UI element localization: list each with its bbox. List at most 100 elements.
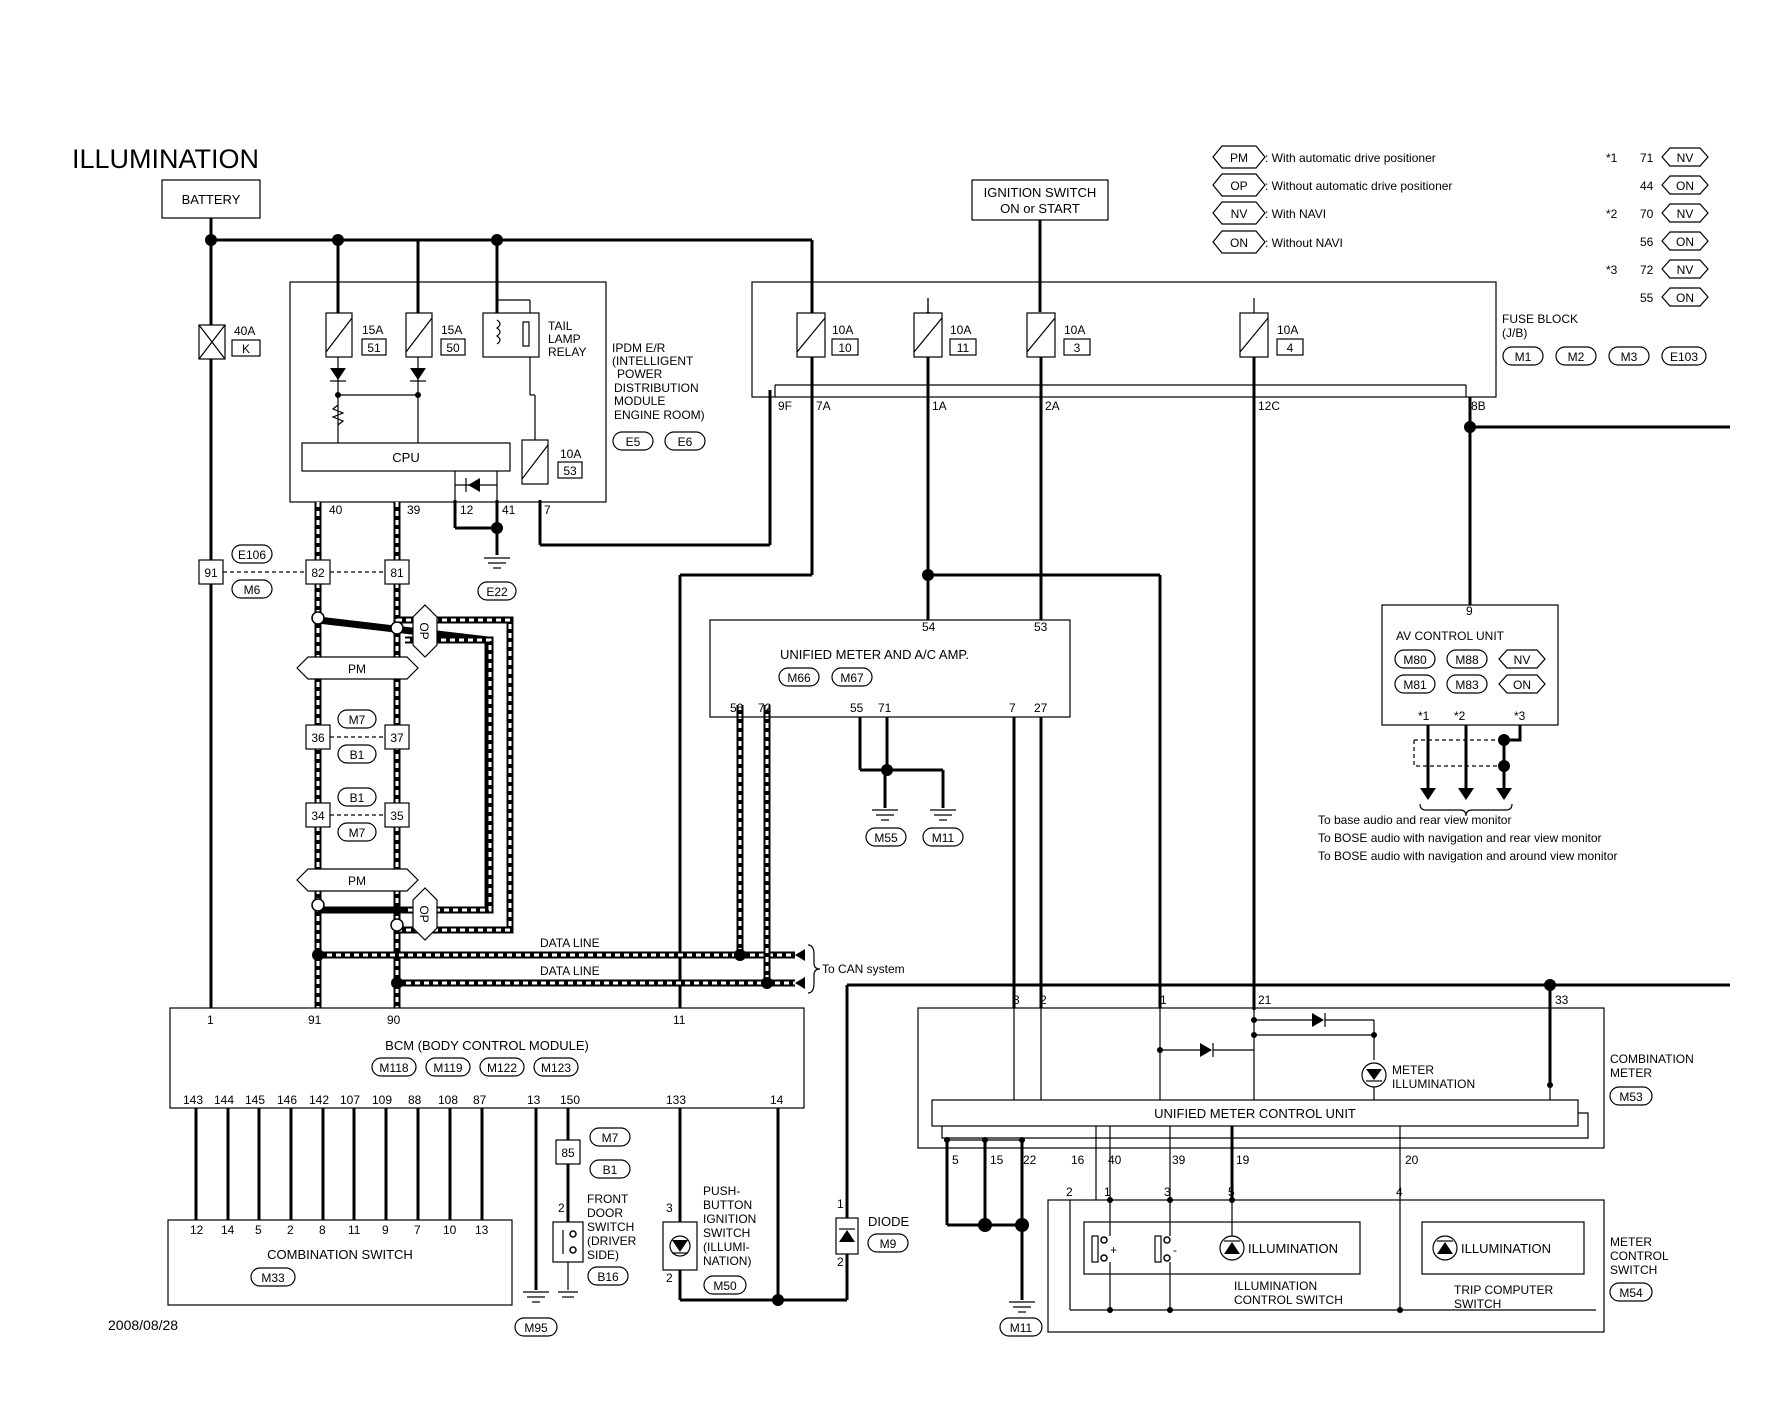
msw-pin-5: 5 [1228, 1185, 1235, 1199]
msw-trip-2: SWITCH [1454, 1297, 1501, 1311]
joint-conn-e106: E106 [238, 548, 266, 562]
amp-pin-27: 27 [1034, 701, 1048, 715]
av-to-3: To BOSE audio with navigation and around… [1318, 849, 1618, 863]
meter-bottom-pins: 5 15 22 16 40 39 19 20 [952, 1153, 1419, 1167]
joint-conn-m7-a: M7 [349, 713, 366, 727]
bcm-pin-11: 11 [673, 1013, 686, 1027]
meter-pin-3: 3 [1013, 993, 1020, 1007]
joint-37: 37 [390, 731, 404, 745]
joint-conn-m7-b: M7 [349, 826, 366, 840]
joint-91: 91 [204, 566, 218, 580]
front-door-line-3: SWITCH [587, 1220, 634, 1234]
meter-illum-2: ILLUMINATION [1392, 1077, 1475, 1091]
note-3-mark: *3 [1606, 263, 1618, 277]
meter-control-unit: UNIFIED METER CONTROL UNIT [1154, 1106, 1356, 1121]
joint-conn-m6: M6 [244, 583, 261, 597]
jb-fuse-3-amp: 10A [1064, 323, 1085, 337]
relay-label-3: RELAY [548, 345, 586, 359]
bcm-bpin-109: 109 [372, 1093, 392, 1107]
joint-36: 36 [311, 731, 325, 745]
combo-pin-11: 11 [348, 1223, 361, 1237]
front-door-line-1: FRONT [587, 1192, 629, 1206]
av-conn-m88: M88 [1455, 653, 1479, 667]
bcm-bpin-108: 108 [438, 1093, 458, 1107]
page-title: ILLUMINATION [72, 144, 259, 174]
push-pin-3: 3 [666, 1201, 673, 1215]
av-conn-m80: M80 [1403, 653, 1427, 667]
msw-plus: + [1110, 1243, 1117, 1257]
msw-illum-1: ILLUMINATION [1248, 1241, 1338, 1256]
legend-op-code: OP [1230, 179, 1247, 193]
legend: PM : With automatic drive positioner OP … [1212, 145, 1452, 254]
bcm-bpin-142: 142 [309, 1093, 329, 1107]
ipdm-fuse-50-id: 50 [446, 341, 460, 355]
relay-label-1: TAIL [548, 319, 573, 333]
jb-pin-12c: 12C [1258, 399, 1280, 413]
note-2-mark: *2 [1606, 207, 1618, 221]
meter-pin-33: 33 [1555, 993, 1569, 1007]
bcm-conn-m123: M123 [541, 1061, 571, 1075]
joint-82: 82 [311, 566, 325, 580]
note-2-b-code: ON [1676, 235, 1694, 249]
note-1-a-code: NV [1677, 151, 1694, 165]
combo-pin-10: 10 [443, 1223, 457, 1237]
ipdm-pin-40: 40 [329, 503, 343, 517]
combo-pin-7: 7 [414, 1223, 421, 1237]
push-line-2: BUTTON [703, 1198, 752, 1212]
amp-pin-72: 72 [758, 701, 772, 715]
ignition-label-1: IGNITION SWITCH [984, 185, 1097, 200]
joint-81: 81 [390, 566, 404, 580]
meter-bpin-39: 39 [1172, 1153, 1186, 1167]
pm-tag-bottom: PM [348, 874, 366, 888]
legend-op-text: : Without automatic drive positioner [1265, 179, 1452, 193]
legend-on-text: : Without NAVI [1265, 236, 1343, 250]
ipdm-fuse-53-id: 53 [563, 464, 577, 478]
diode-conn-m9: M9 [880, 1237, 897, 1251]
diode-pin-2: 2 [837, 1255, 844, 1269]
amp-pin-54: 54 [922, 620, 936, 634]
note-3-b-num: 55 [1640, 291, 1654, 305]
jb-conn-m1: M1 [1515, 350, 1532, 364]
combo-pin-9: 9 [382, 1223, 389, 1237]
ipdm-pin-41: 41 [502, 503, 516, 517]
bcm-bpin-146: 146 [277, 1093, 297, 1107]
ipdm-pin-7: 7 [544, 503, 551, 517]
jb-pin-9f: 9F [778, 399, 792, 413]
cpu-label: CPU [392, 450, 419, 465]
note-1-mark: *1 [1606, 151, 1618, 165]
msw-line-1: METER [1610, 1235, 1652, 1249]
front-door-line-4: (DRIVER [587, 1234, 637, 1248]
push-line-6: NATION) [703, 1254, 751, 1268]
msw-pin-4: 4 [1396, 1185, 1403, 1199]
joint-35: 35 [390, 809, 404, 823]
msw-pin-3: 3 [1164, 1185, 1171, 1199]
data-line-2: DATA LINE [540, 964, 600, 978]
av-conn-m83: M83 [1455, 678, 1479, 692]
jb-fuse-11-id: 11 [957, 341, 970, 355]
amp-pin-71: 71 [878, 701, 892, 715]
combo-pin-13: 13 [475, 1223, 489, 1237]
msw-line-2: CONTROL [1610, 1249, 1669, 1263]
av-nv-tag: NV [1514, 653, 1531, 667]
amp-pin-7: 7 [1009, 701, 1016, 715]
ipdm-line-5: MODULE [614, 394, 665, 408]
note-2-b-num: 56 [1640, 235, 1654, 249]
amp-conn-m67: M67 [840, 671, 864, 685]
date-stamp: 2008/08/28 [108, 1317, 178, 1333]
front-door-conn-b1: B1 [603, 1163, 618, 1177]
ipdm-conn-e6: E6 [678, 435, 693, 449]
jb-pin-8b: 8B [1471, 399, 1486, 413]
jb-pin-1a: 1A [932, 399, 947, 413]
amp-name: UNIFIED METER AND A/C AMP. [780, 647, 969, 662]
bcm-bpin-145: 145 [245, 1093, 265, 1107]
ground-symbols-amp [872, 809, 956, 821]
meter-bpin-15: 15 [990, 1153, 1004, 1167]
combo-pin-14: 14 [221, 1223, 235, 1237]
op-tag-bottom: OP [417, 905, 431, 922]
jb-fuse-3-id: 3 [1074, 341, 1081, 355]
push-line-4: SWITCH [703, 1226, 750, 1240]
bcm-bpin-87: 87 [473, 1093, 487, 1107]
ipdm-pin-39: 39 [407, 503, 421, 517]
amp-conn-m66: M66 [787, 671, 811, 685]
av-to-2: To BOSE audio with navigation and rear v… [1318, 831, 1601, 845]
